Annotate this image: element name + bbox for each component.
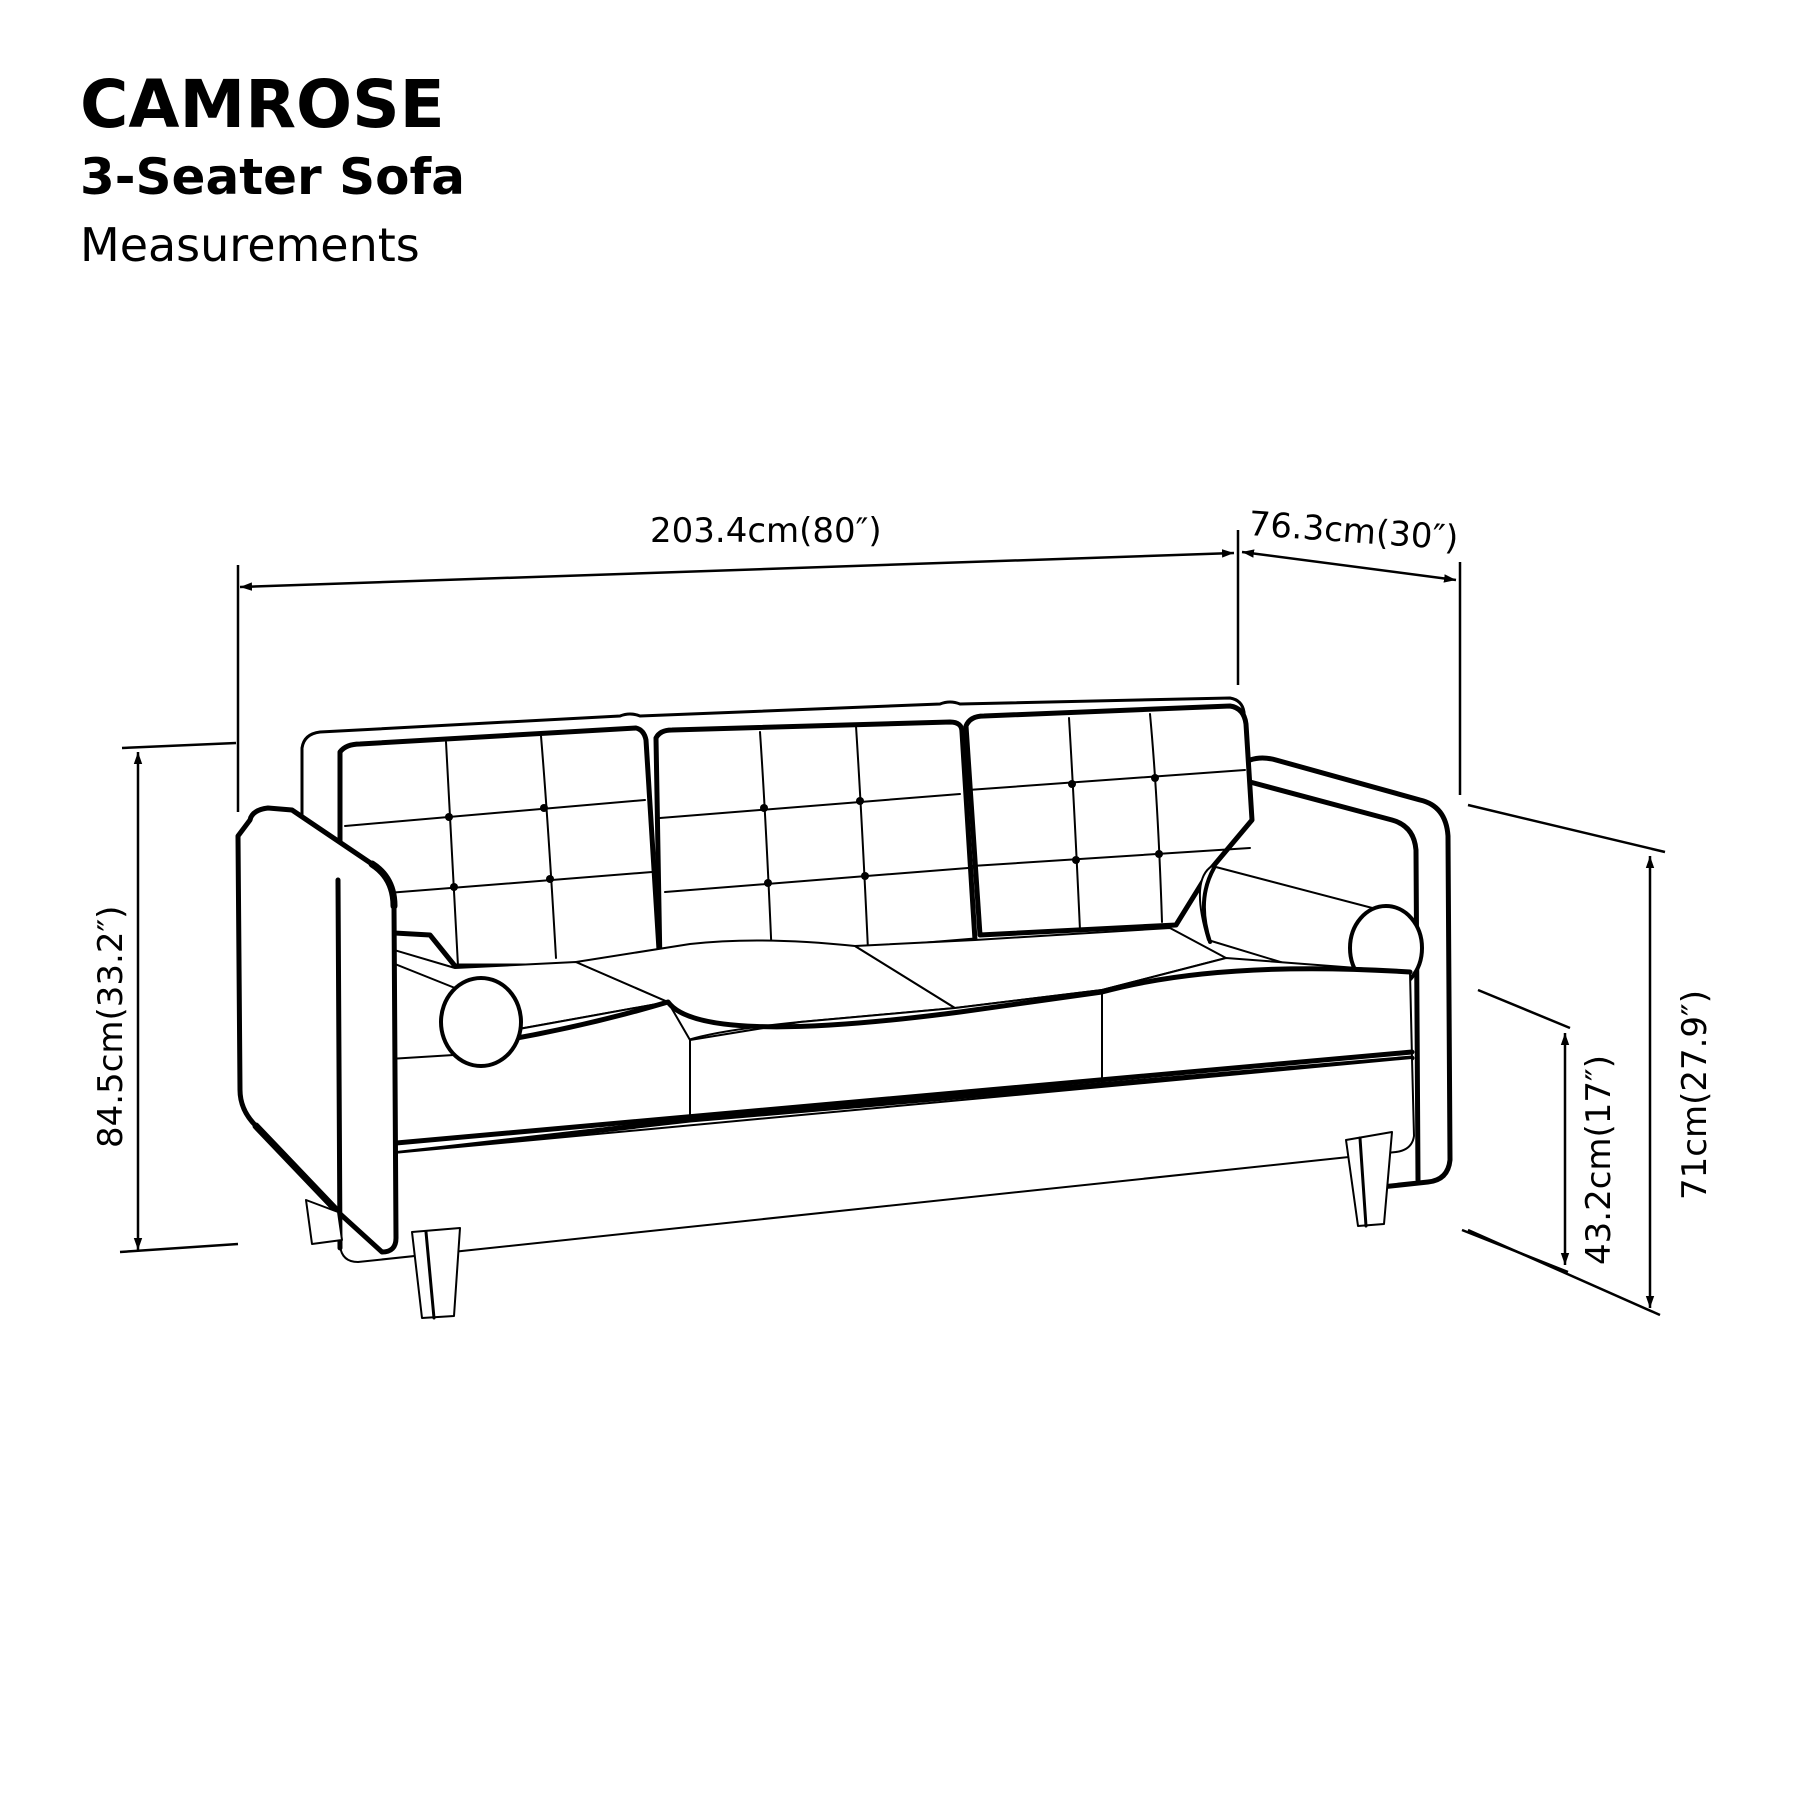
product-type: 3-Seater Sofa <box>80 148 465 206</box>
total-height-label: 84.5cm(33.2″) <box>91 906 131 1148</box>
tufting-lines <box>344 713 1251 967</box>
depth-label: 76.3cm(30″) <box>1247 504 1459 559</box>
total-height-dimension <box>119 741 239 1254</box>
back-cushion-right <box>963 703 1255 938</box>
back-cushion-middle <box>653 719 978 969</box>
arm-height-dimension <box>1467 803 1666 1317</box>
seat-height-label: 43.2cm(17″) <box>1579 1055 1619 1265</box>
seat-front-right <box>1101 957 1413 1087</box>
caption: Measurements <box>80 218 420 272</box>
base-apron <box>339 1057 1415 1263</box>
tufting-buttons <box>445 774 1163 891</box>
width-label: 203.4cm(80″) <box>650 511 882 551</box>
sofa-illustration <box>235 696 1453 1320</box>
seat-height-dimension <box>1461 988 1571 1274</box>
back-cushion-left <box>337 725 663 969</box>
product-name: CAMROSE <box>80 66 445 143</box>
depth-dimension <box>1241 549 1462 795</box>
arm-height-label: 71cm(27.9″) <box>1675 990 1715 1200</box>
bolster-left-end <box>439 976 523 1068</box>
leg-front-right <box>1345 1131 1393 1227</box>
width-dimension <box>236 530 1240 812</box>
left-arm <box>235 805 399 1255</box>
leg-front-left <box>411 1227 461 1319</box>
leg-back-left <box>305 1199 343 1245</box>
